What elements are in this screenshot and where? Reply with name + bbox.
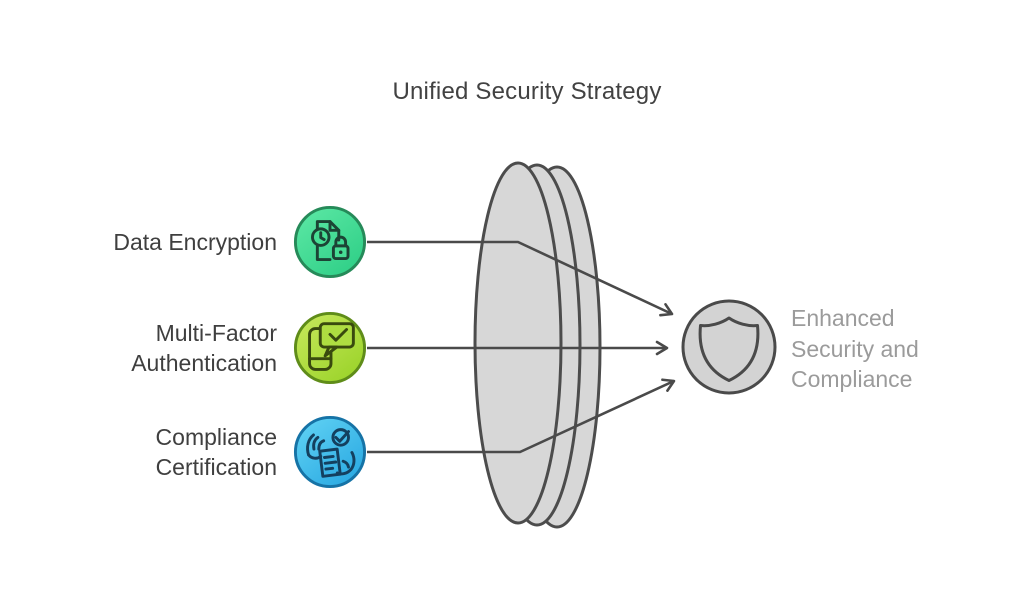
label-enhanced-security-and-compliance: Enhanced Security and Compliance [791, 303, 919, 395]
label-line: Authentication [131, 350, 277, 376]
label-line: Enhanced [791, 305, 895, 331]
hands-document-check-icon [293, 415, 367, 489]
label-line: Security and [791, 335, 919, 362]
glyph-strokes [311, 220, 350, 261]
label-multi-factor-authentication: Multi-Factor Authentication [131, 318, 277, 378]
glyph-strokes [306, 428, 356, 478]
arrow-data-encryption [367, 240, 674, 317]
label-compliance-certification: Compliance Certification [156, 422, 277, 482]
label-line: Compliance [155, 424, 277, 450]
label-line: Data Encryption [113, 229, 277, 255]
diagram-title: Unified Security Strategy [392, 78, 662, 105]
arrow-compliance-certification [367, 378, 676, 454]
label-data-encryption: Data Encryption [113, 227, 277, 257]
label-line: Compliance [791, 366, 913, 392]
phone-check-message-icon [293, 311, 367, 385]
label-line: Certification [155, 454, 277, 480]
label-line: Multi-Factor [155, 320, 277, 346]
lens-shape [473, 161, 602, 529]
shield-icon [698, 316, 760, 382]
document-clock-lock-icon [293, 205, 367, 279]
flow-arrows [367, 240, 676, 454]
result-circle [681, 299, 777, 395]
glyph-strokes [308, 322, 355, 371]
result-node [681, 299, 777, 395]
